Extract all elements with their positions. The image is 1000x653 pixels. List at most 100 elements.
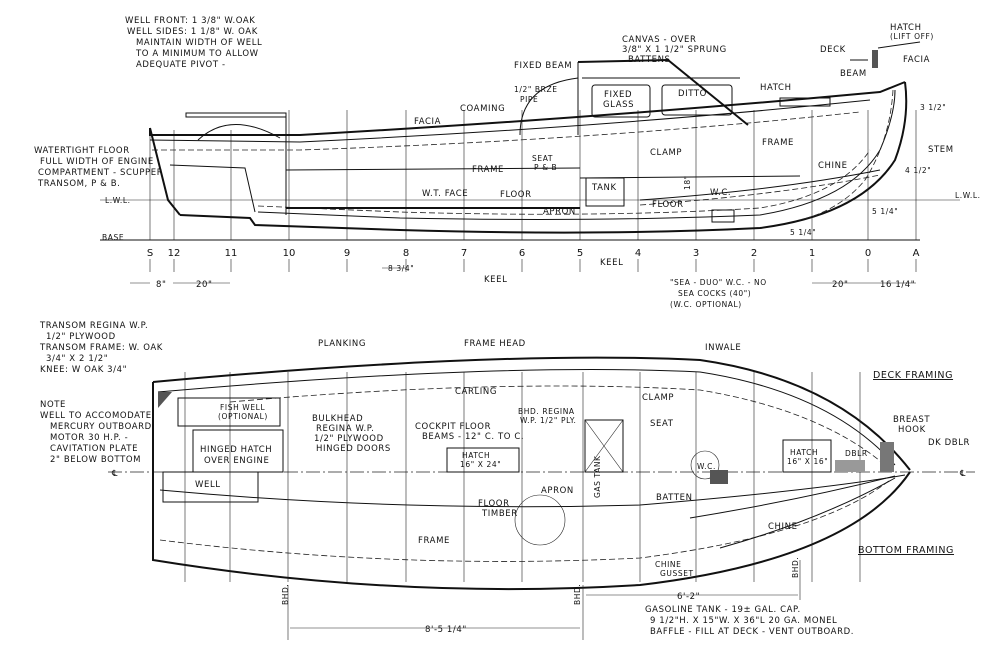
- label-hinged-hatch: OVER ENGINE: [204, 456, 270, 466]
- note-line: WELL SIDES: 1 1/8" W. OAK: [127, 27, 258, 37]
- label-wc: W.C.: [710, 188, 731, 198]
- label-pipe: PIPE: [520, 95, 538, 104]
- transom-knee: [158, 392, 172, 408]
- gas-tank-note: GASOLINE TANK - 19± GAL. CAP. 9 1/2"H. x…: [645, 605, 854, 637]
- label-cockpit-floor: COCKPIT FLOOR: [415, 422, 491, 432]
- facia-detail: [872, 50, 878, 68]
- label-seat: P & B: [534, 163, 557, 172]
- title-deck-framing: DECK FRAMING: [873, 370, 953, 381]
- dim-label: 6'-2": [677, 592, 700, 602]
- note-line: TRANSOM, P & B.: [37, 179, 120, 189]
- breast-hook-block: [880, 442, 894, 472]
- plan-view: TRANSOM REGINA W.P. 1/2" PLYWOOD TRANSOM…: [39, 321, 975, 640]
- label-tank: TANK: [591, 183, 617, 193]
- note-line: 1/2" PLYWOOD: [314, 434, 384, 444]
- label-lwl: L.W.L.: [955, 191, 981, 200]
- label-bhd-regina: BHD. REGINA: [518, 407, 575, 416]
- label-bhd: BHD.: [281, 584, 290, 605]
- label-floor: FLOOR: [652, 200, 684, 210]
- hatch-lid-detail: [877, 41, 921, 49]
- station-number: 7: [461, 248, 467, 259]
- hatch-profile: [779, 97, 831, 107]
- berth-top: [285, 167, 581, 171]
- clamp-line: [152, 111, 861, 151]
- well-floor: [169, 164, 256, 213]
- label-coaming: COAMING: [460, 104, 505, 114]
- dim-label: 8": [156, 280, 167, 290]
- canvas-note: CANVAS - OVER 3/8" x 1 1/2" SPRUNG BATTE…: [622, 35, 726, 65]
- dim-label: 4 1/2": [905, 166, 931, 175]
- label-planking: PLANKING: [318, 339, 366, 349]
- dim-label: 5 1/4": [790, 228, 816, 237]
- fish-well: [177, 397, 281, 427]
- engine-cover: [185, 112, 287, 118]
- note-line: MAINTAIN WIDTH OF WELL: [136, 38, 262, 48]
- batten-line: [159, 474, 906, 508]
- label-carling: CARLING: [455, 387, 497, 397]
- label-chine: CHINE: [768, 522, 798, 532]
- label-lwl: L.W.L.: [105, 196, 131, 205]
- hull-bottom: [179, 81, 908, 234]
- note-line: "SEA - DUO" W.C. - No: [670, 278, 767, 287]
- label-stem: STEM: [928, 145, 954, 155]
- note-line: ADEQUATE PIVOT -: [136, 60, 226, 70]
- plan-frames: [184, 372, 861, 582]
- station-number: 2: [751, 248, 757, 259]
- note-line: SEA COCKS (40"): [678, 289, 751, 298]
- station-number: 5: [577, 248, 583, 259]
- chine-bar: [719, 477, 896, 549]
- station-number: 12: [168, 248, 181, 259]
- note-line: MOTOR 30 H.P. -: [50, 433, 128, 443]
- label-hatch: HATCH: [760, 83, 792, 93]
- label-dk-dblr: DK DBLR: [928, 438, 970, 448]
- note-line: CAVITATION PLATE: [50, 444, 138, 454]
- chine-dash: [159, 479, 891, 562]
- sea-duo-note: "SEA - DUO" W.C. - No SEA COCKS (40") (W…: [670, 278, 767, 309]
- well-accommodate-note: NOTE WELL TO ACCOMODATE MERCURY OUTBOARD…: [40, 400, 151, 465]
- note-line: KNEE: W OAK 3/4": [40, 365, 127, 375]
- note-line: CANVAS - OVER: [622, 35, 697, 45]
- hatch-16x24: [446, 447, 520, 473]
- note-line: REGINA W.P.: [316, 424, 374, 434]
- label-hatch: 16" x 16": [787, 457, 828, 466]
- note-line: (W.C. OPTIONAL): [670, 300, 742, 309]
- chine-inner: [639, 174, 881, 206]
- station-number: 11: [225, 248, 238, 259]
- label-gas-tank: GAS TANK: [593, 455, 602, 498]
- note-line: COMPARTMENT - SCUPPER: [38, 168, 163, 178]
- centerline-symbol: ℄: [959, 469, 966, 479]
- label-pipe: 1/2" BRZE: [514, 85, 558, 94]
- label-clamp: CLAMP: [642, 393, 674, 403]
- label-hatch: HATCH: [462, 451, 490, 460]
- label-hatch-detail: (LIFT OFF): [890, 32, 934, 41]
- note-line: BAFFLE - FILL AT DECK - VENT OUTBOARD.: [650, 627, 854, 637]
- wc-base: [711, 209, 735, 223]
- label-frame: FRAME: [762, 138, 794, 148]
- label-base: BASE: [102, 233, 124, 242]
- note-line: BULKHEAD: [312, 414, 363, 424]
- ditto-window: [661, 84, 733, 116]
- label-chine-gusset: GUSSET: [660, 569, 694, 578]
- label-hatch: HATCH: [790, 448, 818, 457]
- dim-label: 8'-5 1/4": [425, 625, 467, 635]
- dim-label: 8 3/4": [388, 264, 414, 273]
- station-number: 4: [635, 248, 641, 259]
- inwale-line: [157, 369, 896, 466]
- label-deck: DECK: [820, 45, 846, 55]
- label-chine-gusset: CHINE: [655, 560, 681, 569]
- dim-label: 20": [832, 280, 849, 290]
- label-floor: FLOOR: [500, 190, 532, 200]
- label-apron: APRON: [543, 207, 576, 217]
- gas-tank-cross: [584, 419, 624, 473]
- label-facia: FACIA: [414, 117, 441, 127]
- station-number: 0: [865, 248, 871, 259]
- station-number: 1: [809, 248, 815, 259]
- wc-circle: [690, 450, 720, 480]
- note-line: 2" BELOW BOTTOM: [50, 455, 141, 465]
- label-floor-timber: TIMBER: [481, 509, 518, 519]
- label-fish-well: FISH WELL: [220, 403, 265, 412]
- fixed-glass-window: [591, 84, 651, 118]
- label-chine: CHINE: [818, 161, 848, 171]
